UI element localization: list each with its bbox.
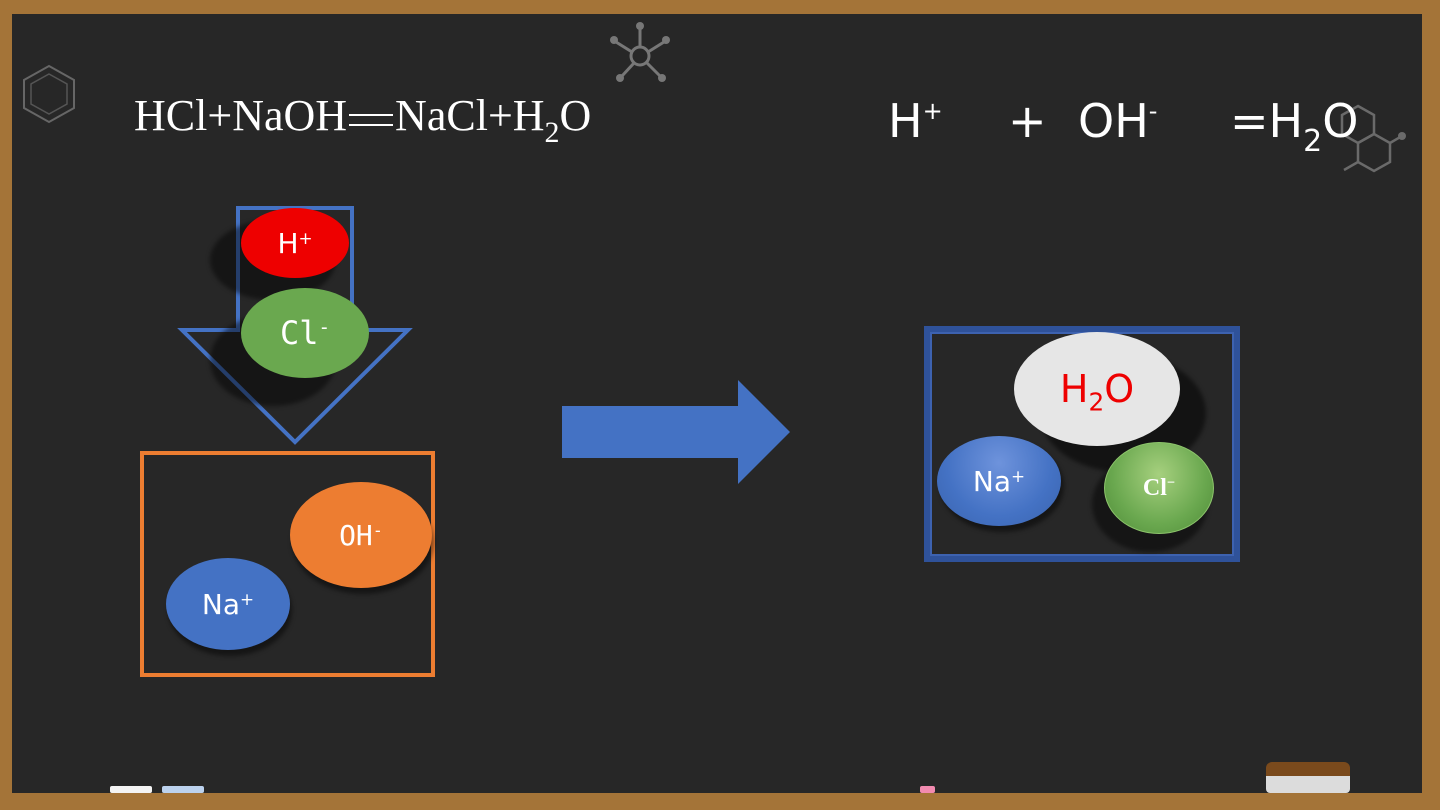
reaction-arrow bbox=[562, 380, 790, 484]
product-water: H2O bbox=[512, 91, 592, 148]
water-o: O bbox=[1104, 367, 1135, 411]
na-ion-product-label: Na+ bbox=[973, 465, 1025, 498]
molecule-icon bbox=[610, 22, 670, 82]
chalk-white bbox=[110, 786, 152, 793]
oh-ion: OH- bbox=[290, 482, 432, 588]
cl-ion: Cl- bbox=[241, 288, 369, 378]
chalk-pink bbox=[920, 786, 935, 793]
product-box bbox=[924, 326, 1240, 562]
ionic-product: =H2O bbox=[1230, 94, 1359, 157]
water-o: O bbox=[559, 91, 592, 140]
water-subscript: 2 bbox=[544, 116, 560, 149]
plus-sign: + bbox=[487, 91, 513, 140]
cl-ion-product-symbol: Cl bbox=[1142, 474, 1167, 501]
na-ion: Na+ bbox=[166, 558, 290, 650]
h-ion-label: H+ bbox=[277, 227, 312, 260]
cl-ion-label: Cl- bbox=[280, 314, 330, 352]
oh-ion-label: OH- bbox=[339, 519, 383, 552]
reactant-naoh: NaOH bbox=[232, 91, 348, 140]
h-ion: H+ bbox=[241, 208, 349, 278]
water-subscript: 2 bbox=[1088, 387, 1105, 417]
ionic-h-symbol: H bbox=[888, 94, 923, 148]
ionic-subscript: 2 bbox=[1303, 124, 1323, 159]
water-molecule: H2O bbox=[1014, 332, 1180, 446]
na-ion-product: Na+ bbox=[937, 436, 1061, 526]
cl-ion-charge: - bbox=[318, 315, 331, 339]
water-h: H bbox=[512, 91, 545, 140]
ionic-h-charge: + bbox=[922, 97, 943, 125]
oh-ion-charge: - bbox=[372, 519, 383, 540]
reactant-hcl: HCl bbox=[134, 91, 208, 140]
ionic-oh: OH- bbox=[1078, 94, 1157, 148]
water-label: H2O bbox=[1059, 367, 1135, 414]
water-h: H bbox=[1059, 367, 1089, 411]
ionic-equation: H+ bbox=[888, 94, 943, 148]
h-ion-symbol: H bbox=[277, 226, 299, 260]
eraser bbox=[1266, 762, 1350, 793]
ionic-o: O bbox=[1322, 94, 1359, 148]
benzene-icon bbox=[23, 64, 75, 124]
na-ion-label: Na+ bbox=[202, 588, 254, 621]
equals-sign bbox=[347, 90, 395, 141]
h-ion-charge: + bbox=[298, 227, 313, 248]
chalk-blue bbox=[162, 786, 204, 793]
cl-ion-product-label: Cl− bbox=[1143, 475, 1175, 502]
product-nacl: NaCl bbox=[395, 91, 488, 140]
na-ion-product-symbol: Na bbox=[972, 464, 1012, 498]
naphthalene-icon bbox=[1340, 104, 1406, 173]
reaction-box-orange bbox=[140, 451, 435, 677]
na-ion-product-charge: + bbox=[1011, 465, 1026, 486]
ionic-eq-h: =H bbox=[1230, 94, 1304, 148]
ionic-h: H+ bbox=[888, 94, 943, 148]
cl-ion-product: Cl− bbox=[1104, 442, 1214, 534]
ionic-plus: + bbox=[1008, 94, 1047, 148]
oh-ion-symbol: OH bbox=[339, 518, 373, 552]
down-arrow-outline bbox=[177, 206, 413, 445]
na-ion-charge: + bbox=[240, 588, 255, 609]
plus-sign: + bbox=[207, 91, 233, 140]
ionic-oh-charge: - bbox=[1148, 97, 1158, 125]
cl-ion-symbol: Cl bbox=[279, 314, 319, 352]
cl-ion-product-charge: − bbox=[1166, 474, 1176, 491]
na-ion-symbol: Na bbox=[201, 587, 241, 621]
ionic-oh-symbol: OH bbox=[1078, 94, 1149, 148]
